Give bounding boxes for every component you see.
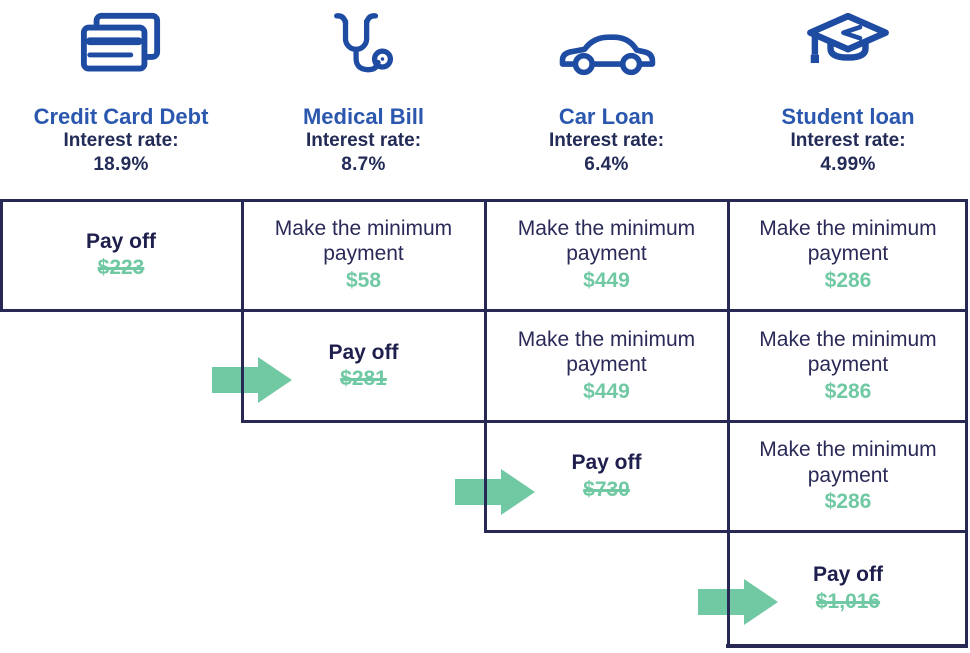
interest-rate-value: 8.7%: [341, 154, 386, 176]
cell-minimum-car-loan: Make the minimum payment $449: [485, 200, 728, 310]
arrow-right-icon: [698, 579, 778, 625]
minimum-amount: $449: [583, 268, 630, 292]
table-border-col2: [484, 199, 487, 533]
pay-off-label: Pay off: [812, 563, 883, 587]
minimum-payment-label: Make the minimum payment: [517, 327, 696, 377]
payoff-amount: $281: [340, 367, 387, 391]
minimum-amount: $449: [583, 379, 630, 403]
column-header-car-loan: Car Loan Interest rate: 6.4%: [485, 0, 728, 196]
interest-rate-value: 4.99%: [820, 154, 876, 176]
table-border-row4-bottom: [726, 644, 968, 648]
table-border-col3: [727, 199, 730, 648]
column-header-student-loan: Student loan Interest rate: 4.99%: [728, 0, 968, 196]
payoff-amount: $730: [583, 477, 630, 501]
cell-payoff-car-loan: Pay off $730: [485, 422, 728, 531]
arrow-right-icon: [455, 469, 535, 515]
cell-minimum-student-loan: Make the minimum payment $286: [728, 422, 968, 531]
cell-payoff-medical-bill: Pay off $281: [242, 311, 485, 421]
cell-payoff-student-loan: Pay off $1,016: [728, 532, 968, 645]
interest-rate-value: 18.9%: [93, 154, 149, 176]
minimum-payment-label: Make the minimum payment: [274, 216, 453, 266]
pay-off-label: Pay off: [85, 229, 156, 253]
column-header-medical-bill: Medical Bill Interest rate: 8.7%: [242, 0, 485, 196]
cell-minimum-car-loan: Make the minimum payment $449: [485, 311, 728, 421]
pay-off-label: Pay off: [571, 451, 642, 475]
stethoscope-icon: [320, 0, 408, 104]
cell-minimum-student-loan: Make the minimum payment $286: [728, 200, 968, 310]
credit-cards-icon: [72, 0, 170, 104]
minimum-payment-label: Make the minimum payment: [759, 216, 937, 266]
payoff-amount: $223: [97, 256, 145, 280]
interest-rate-value: 6.4%: [584, 154, 629, 176]
table-border-row3-bottom: [485, 530, 968, 533]
graduation-cap-icon: [802, 0, 894, 104]
table-border-row2-bottom: [242, 420, 968, 423]
interest-rate-label: Interest rate:: [548, 130, 665, 152]
minimum-amount: $286: [824, 379, 872, 403]
column-header-credit-card-debt: Credit Card Debt Interest rate: 18.9%: [0, 0, 242, 196]
minimum-payment-label: Make the minimum payment: [759, 327, 937, 377]
table-border-left: [0, 199, 3, 312]
table-border-right: [965, 199, 968, 648]
interest-rate-label: Interest rate:: [790, 130, 906, 152]
column-title: Credit Card Debt: [33, 104, 209, 129]
cell-minimum-medical-bill: Make the minimum payment $58: [242, 200, 485, 310]
minimum-payment-label: Make the minimum payment: [759, 438, 937, 487]
payoff-amount: $1,016: [815, 589, 881, 613]
column-title: Student loan: [781, 104, 915, 129]
minimum-amount: $58: [345, 268, 382, 292]
cell-minimum-student-loan: Make the minimum payment $286: [728, 311, 968, 421]
table-border-col1: [241, 199, 244, 423]
column-title: Car Loan: [558, 104, 655, 129]
cell-payoff-credit-card: Pay off $223: [0, 200, 242, 310]
interest-rate-label: Interest rate:: [305, 130, 422, 152]
column-title: Medical Bill: [302, 104, 425, 129]
minimum-amount: $286: [824, 268, 872, 292]
minimum-amount: $286: [824, 490, 872, 514]
car-icon: [556, 0, 658, 104]
minimum-payment-label: Make the minimum payment: [517, 216, 696, 266]
arrow-right-icon: [212, 357, 292, 403]
interest-rate-label: Interest rate:: [63, 130, 179, 152]
pay-off-label: Pay off: [328, 340, 399, 364]
